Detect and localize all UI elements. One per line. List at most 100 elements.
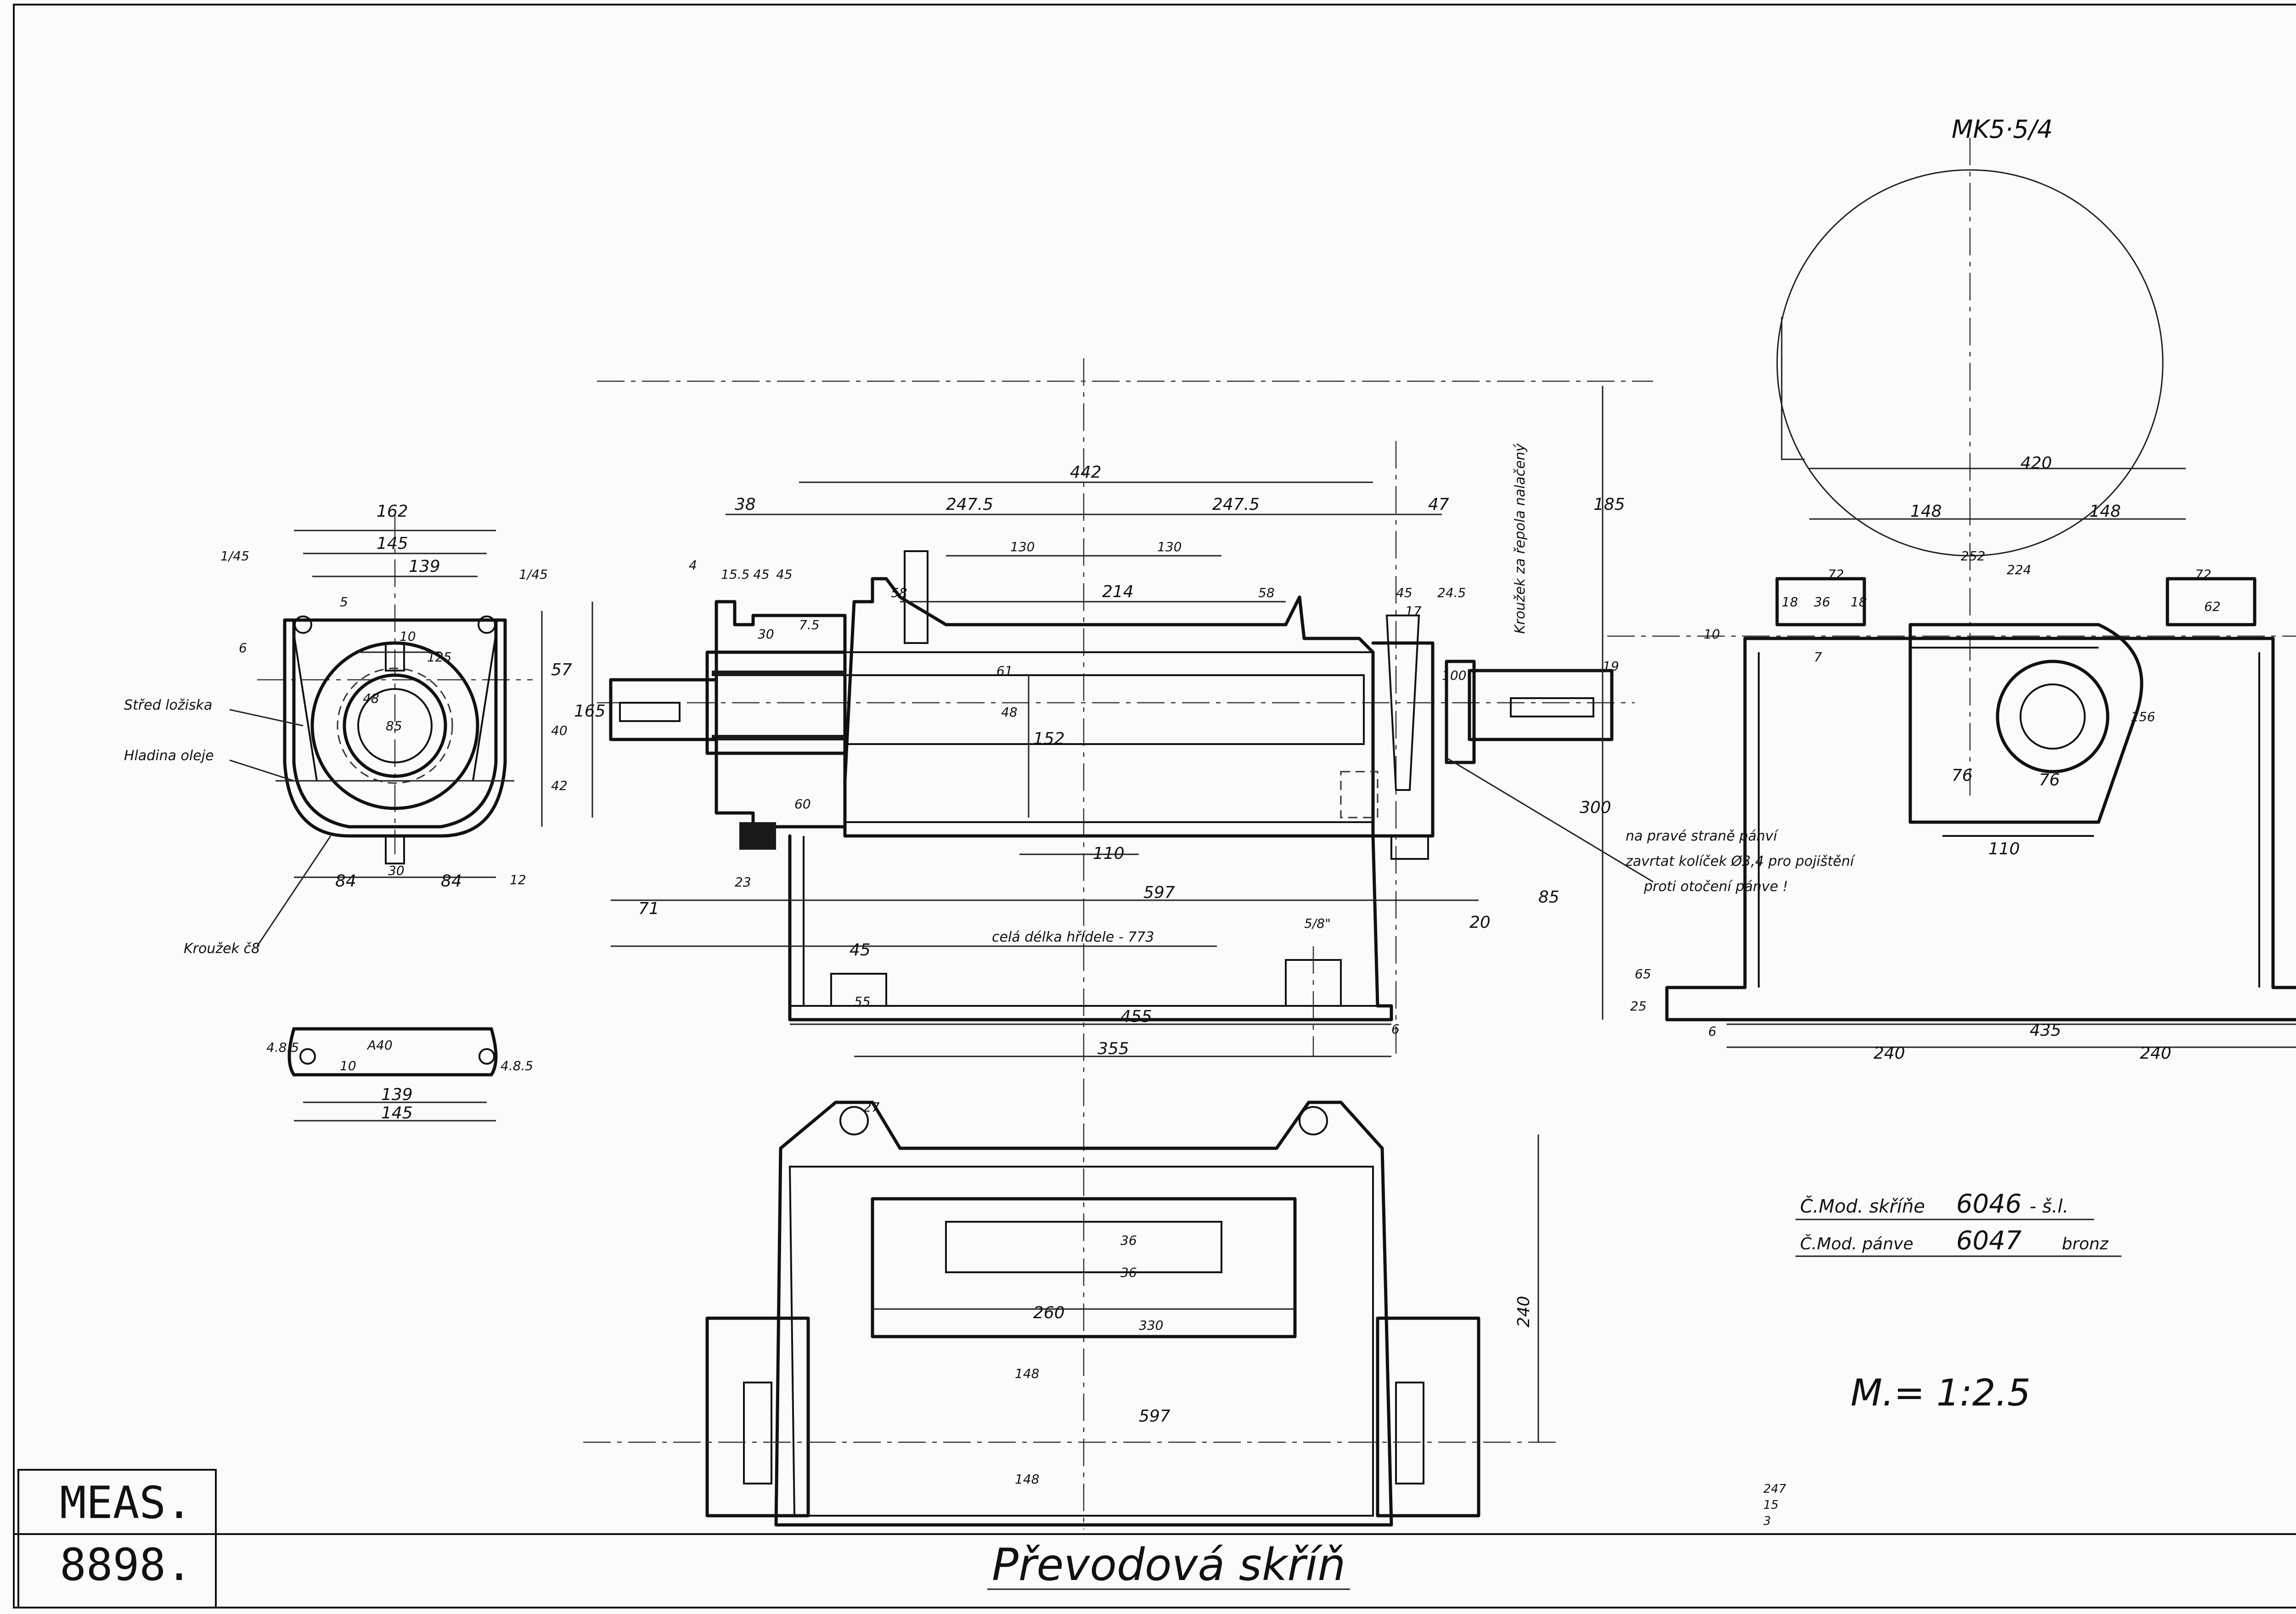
side-view: MK5·5/4 420 148 148 224 252 72 72 62 18 … — [1607, 115, 2296, 1063]
dim-label: 1/45 — [220, 548, 249, 564]
dim-label: 84 — [441, 872, 462, 891]
model-material-2: bronz — [2062, 1235, 2109, 1253]
note-ring-pressed: Kroužek za řepola nalačený — [1512, 443, 1528, 634]
note-pin-1: na pravé straně pánví — [1626, 828, 1779, 844]
dim-label: 65 — [1635, 966, 1651, 982]
side-housing — [1665, 637, 2296, 1021]
shaft-left-end — [609, 678, 718, 741]
dim-label: 148 — [1015, 1366, 1039, 1381]
dim-label: 435 — [2030, 1021, 2061, 1040]
note-pin-3: proti otočení pánve ! — [1643, 879, 1788, 895]
dim-label: 145 — [377, 534, 408, 553]
dim-label: 72 — [1828, 567, 1844, 582]
dim-label: 45 — [776, 567, 793, 582]
dim-label: 148 — [1910, 502, 1942, 521]
dim-label: 48 — [1001, 705, 1018, 720]
dim-label: 148 — [1015, 1472, 1039, 1487]
bearing-ring — [343, 673, 447, 778]
dim-label: 12 — [510, 872, 526, 887]
dim-label: 6 — [1708, 1024, 1716, 1039]
dim-label: 57 — [551, 660, 572, 679]
dim-label: 152 — [1033, 729, 1065, 748]
dim-label: 18 — [1851, 594, 1867, 609]
right-end-cap — [1371, 641, 1435, 838]
dim-label: 27 — [863, 1100, 880, 1115]
dim-label: 72 — [2195, 567, 2212, 582]
drain-plug — [385, 835, 405, 864]
motor-label: MK5·5/4 — [1952, 115, 2053, 144]
lift-eye-left — [839, 1106, 869, 1135]
dim-label: 30 — [388, 863, 405, 878]
dim-label: 45 — [850, 941, 871, 959]
dim-label: 10 — [400, 629, 416, 644]
dim-label: 130 — [1010, 539, 1035, 554]
dim-label: 148 — [2089, 502, 2121, 521]
bearing-pan-bore — [1996, 660, 2110, 773]
dim-label: 145 — [381, 1104, 413, 1123]
model-label-1: Č.Mod. skříňe — [1800, 1195, 1925, 1217]
dim-label: 47 — [1428, 495, 1449, 514]
bearing-pan — [1908, 623, 2144, 824]
dim-label: 85 — [1538, 888, 1559, 907]
handwriting-small: 3 — [1763, 1514, 1771, 1528]
leader-bearing-center — [229, 709, 304, 727]
dim-label: 139 — [409, 557, 440, 576]
model-label-2: Č.Mod. pánve — [1800, 1234, 1913, 1253]
model-number-1: 6046 — [1956, 1189, 2022, 1219]
dim-label: 55 — [854, 994, 871, 1009]
bottom-nut — [1390, 835, 1429, 860]
dim-label: 5/8" — [1304, 916, 1331, 931]
dim-label: 185 — [1593, 495, 1625, 514]
dim-label: 214 — [1102, 582, 1134, 601]
dim-label: 76 — [1952, 766, 1973, 785]
bearing-shaft-right — [1395, 1382, 1424, 1484]
dim-label: 58 — [891, 585, 907, 600]
dim-label: 36 — [1120, 1233, 1137, 1248]
dim-label: 162 — [377, 502, 408, 521]
dim-label: 240 — [1874, 1044, 1905, 1063]
dim-label: 455 — [1120, 1007, 1152, 1026]
motor-foot-right — [2166, 577, 2257, 626]
note-ring: Kroužek č8 — [184, 941, 260, 957]
scale-label: M.= 1:2.5 — [1851, 1371, 2031, 1414]
dim-label: 130 — [1157, 539, 1182, 554]
dim-label: 40 — [551, 723, 568, 738]
dim-label: 4 — [689, 558, 697, 573]
dim-label: 42 — [551, 778, 568, 793]
dim-label: 597 — [1143, 883, 1175, 902]
dim-label: 355 — [1097, 1039, 1129, 1058]
dim-label: 110 — [1988, 840, 2020, 858]
bearing-pan-inner — [2020, 683, 2086, 750]
dim-label: 38 — [735, 495, 756, 514]
bearing-shell-bottom — [712, 735, 845, 740]
dim-label: 85 — [386, 718, 402, 734]
dim-label: 62 — [2204, 599, 2221, 614]
shaft-keyway-right — [1510, 697, 1594, 717]
dim-label: 17 — [1405, 604, 1422, 619]
stamp-line-2: 8898. — [60, 1539, 192, 1591]
drawing-title: Převodová skříň — [992, 1539, 1345, 1591]
dim-label: 24.5 — [1437, 585, 1466, 600]
leader-pin-note — [1446, 757, 1654, 883]
note-oil-level: Hladina oleje — [124, 748, 214, 764]
shaft-right-end — [1468, 669, 1614, 741]
dim-label: 100 — [1442, 668, 1466, 683]
dim-label: 60 — [794, 796, 811, 812]
left-flange — [715, 600, 847, 829]
note-pin-2: zavrtat kolíček Ø3,4 pro pojištění — [1625, 853, 1856, 869]
dim-label: 76 — [2039, 771, 2060, 790]
bolt-right — [478, 615, 496, 634]
dim-label: 240 — [1514, 1296, 1533, 1327]
dim-label: 36 — [1120, 1265, 1137, 1280]
bearing-housing-right — [1376, 1316, 1480, 1518]
foot-bolt-left — [830, 973, 887, 1007]
top-view-inner — [788, 1166, 1374, 1517]
dim-label: 18 — [1782, 594, 1798, 609]
end-view-right-wall — [472, 633, 497, 781]
dim-label: 442 — [1070, 463, 1102, 482]
dim-label: 10 — [340, 1058, 356, 1073]
cover-plate-view: A40 139 145 4.8.5 4.8.5 10 — [266, 1027, 533, 1123]
dim-label: 71 — [638, 899, 659, 918]
